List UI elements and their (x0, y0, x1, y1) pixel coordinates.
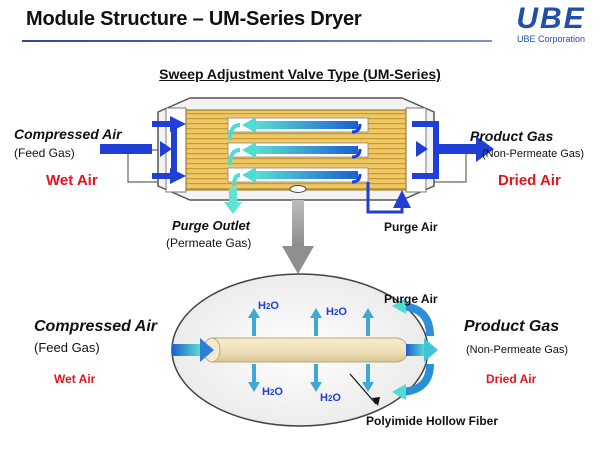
sweep-orifice (289, 185, 307, 193)
top-purge-air-label: Purge Air (384, 220, 438, 234)
top-inlet-sub: (Feed Gas) (14, 146, 75, 160)
water-arrows-up (248, 308, 374, 336)
water-label-4: H2O (320, 392, 341, 404)
zoom-arrow (282, 200, 314, 274)
top-outlet-label: Product Gas (470, 128, 554, 144)
purge-outlet-sub: (Permeate Gas) (166, 236, 252, 250)
top-inlet-state: Wet Air (46, 172, 98, 189)
detail-product-arrow-shaft (406, 344, 426, 356)
fiber-detail (171, 273, 438, 427)
ube-logo: UBE UBE Corporation (508, 2, 594, 48)
bottom-inlet-sub: (Feed Gas) (34, 340, 100, 355)
purge-channel-arrow-3 (250, 171, 358, 179)
top-module (100, 97, 494, 214)
bottom-inlet-label: Compressed Air (34, 318, 157, 335)
detail-feed-arrowhead (200, 338, 214, 362)
ube-wordmark: UBE (516, 2, 586, 35)
bottom-outlet-label: Product Gas (464, 318, 560, 335)
top-outlet-sub: (Non-Permeate Gas) (482, 148, 585, 160)
top-outlet-state: Dried Air (498, 172, 561, 189)
diagram-subtitle: Sweep Adjustment Valve Type (UM-Series) (159, 66, 441, 82)
feed-inlet-arrowhead-mid (160, 141, 172, 157)
title-underline (22, 40, 492, 42)
feed-inlet-bracket (152, 121, 177, 179)
purge-channel-arrow-2 (250, 146, 358, 154)
detail-product-arrowhead (424, 338, 438, 362)
water-label-1: H2O (258, 300, 279, 312)
feed-inlet-arrowhead-bot (170, 168, 186, 184)
purge-air-line (366, 182, 411, 214)
product-outlet-arrowhead-small (416, 141, 428, 157)
ube-company-name: UBE Corporation (516, 34, 586, 44)
water-arrows-down (248, 364, 374, 392)
bottom-outlet-state: Dried Air (486, 372, 537, 386)
bottom-purge-air-label: Purge Air (384, 292, 438, 306)
fiber-label: Polyimide Hollow Fiber (366, 414, 499, 428)
fiber-pointer-line (349, 373, 377, 405)
product-outlet-arrow-shaft (436, 144, 478, 154)
detail-feed-arrow-shaft (172, 344, 202, 356)
purge-outlet-arrowhead (224, 202, 242, 214)
purge-channel-arrow-1 (250, 121, 358, 129)
hollow-fiber-tube (211, 337, 409, 363)
bottom-outlet-sub: (Non-Permeate Gas) (466, 344, 569, 356)
purge-outlet-label: Purge Outlet (172, 218, 251, 233)
feed-inlet-arrowhead-top (170, 116, 186, 132)
bottom-inlet-state: Wet Air (54, 372, 96, 386)
purge-outlet-arrow (229, 188, 237, 204)
feed-inlet-arrow-shaft (100, 144, 152, 154)
product-outlet-arrowhead (476, 136, 494, 162)
water-label-2: H2O (326, 306, 347, 318)
water-label-3: H2O (262, 386, 283, 398)
top-inlet-label: Compressed Air (14, 126, 122, 142)
page-title: Module Structure – UM-Series Dryer (26, 8, 362, 30)
